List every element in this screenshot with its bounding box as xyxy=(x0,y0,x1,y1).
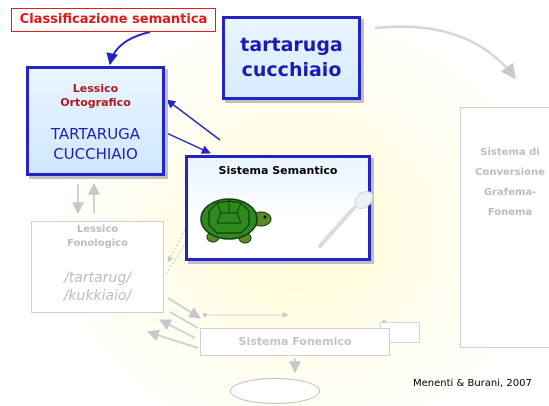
connector-dot-left xyxy=(203,313,207,317)
lessico-fonologico-label-2: Fonologico xyxy=(67,238,128,249)
arrow-fonemico-to-fono xyxy=(158,319,196,339)
fonologico-word-tartarug: /tartarug/ xyxy=(64,270,131,286)
lessico-fonologico-label-1: Lessico xyxy=(76,224,119,235)
conversione-label-1: Sistema di xyxy=(480,147,540,158)
title-classificazione-semantica: Classificazione semantica xyxy=(11,8,216,32)
conversione-label-4: Fonema xyxy=(487,207,533,218)
arrow-input-to-conversione xyxy=(374,25,516,80)
sistema-fonemico-box: Sistema Fonemico xyxy=(200,328,390,356)
input-word-cucchiaio: cucchiaio xyxy=(241,59,342,81)
lessico-ortografico-box: Lessico Ortografico TARTARUGA CUCCHIAIO xyxy=(26,66,165,176)
ortografico-word-cucchiaio: CUCCHIAIO xyxy=(53,145,138,163)
sistema-semantico-box: Sistema Semantico xyxy=(185,155,374,261)
sistema-conversione-box: Sistema di Conversione Grafema- Fonema xyxy=(460,107,549,348)
turtle-icon xyxy=(200,198,272,244)
arrow-semantico-to-fono xyxy=(167,229,186,263)
lessico-ortografico-label-1: Lessico xyxy=(72,82,119,95)
arrow-title-to-lessico xyxy=(106,31,151,66)
lessico-ortografico-label-2: Ortografico xyxy=(60,96,131,109)
citation: Menenti & Burani, 2007 xyxy=(413,378,532,389)
arrow-fono-to-fonemico xyxy=(167,297,202,319)
input-word-box: tartaruga cucchiaio xyxy=(222,16,361,100)
lessico-fonologico-box: Lessico Fonologico /tartarug/ /kukkiaio/ xyxy=(31,221,164,313)
arrow-ortografico-to-semantico xyxy=(159,129,211,154)
sistema-semantico-label: Sistema Semantico xyxy=(218,164,338,177)
conversione-label-2: Conversione xyxy=(475,167,545,178)
conversione-label-3: Grafema- xyxy=(483,187,537,198)
fonologico-word-kukkiaio: /kukkiaio/ xyxy=(63,288,132,304)
arrow-fonemico-to-fono-2 xyxy=(146,329,199,349)
arrow-semantico-to-ortografico xyxy=(166,99,221,141)
spoon-icon xyxy=(318,191,374,248)
input-word-tartaruga: tartaruga xyxy=(240,34,343,56)
arrow-fono-to-fonemico-2 xyxy=(169,311,199,329)
arrow-fono-to-semantico xyxy=(165,243,186,275)
output-ellipse xyxy=(230,378,320,404)
ortografico-word-tartaruga: TARTARUGA xyxy=(50,125,141,143)
